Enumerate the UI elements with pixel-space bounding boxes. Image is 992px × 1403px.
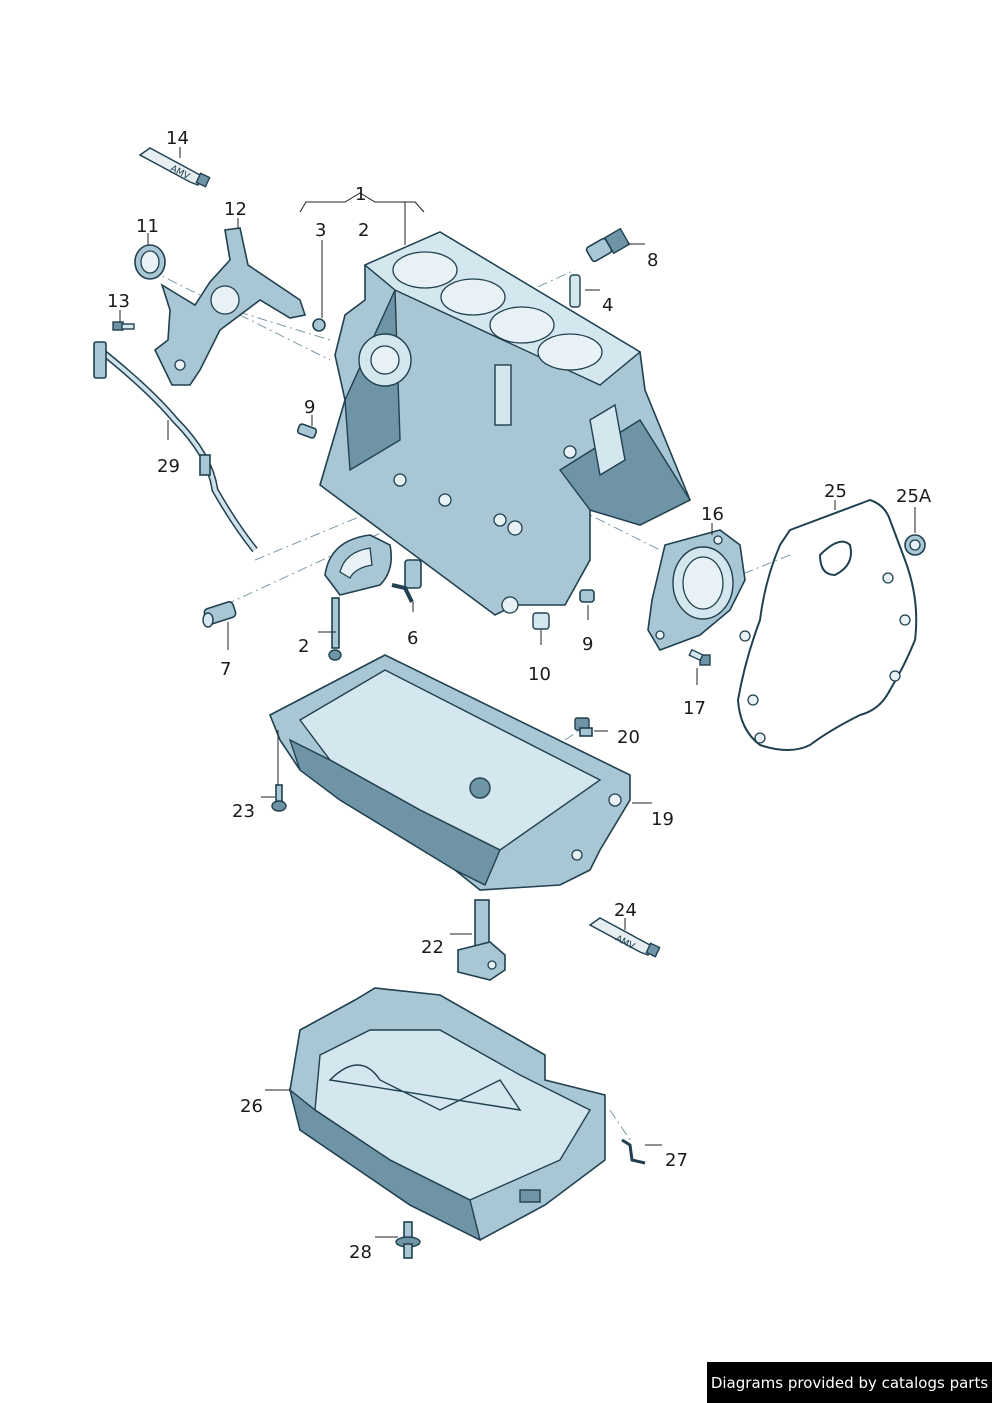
callout-16: 16: [701, 504, 724, 525]
callout-7: 7: [220, 659, 231, 680]
callout-25a: 25A: [896, 486, 932, 507]
callout-labels: 1 2 3 14 11 12 13 29 9 8 4 2 6 7 10 9 16…: [107, 128, 932, 1263]
callout-23: 23: [232, 801, 255, 822]
callout-6: 6: [407, 628, 418, 649]
callout-2-top: 2: [358, 220, 369, 241]
callout-19: 19: [651, 809, 674, 830]
bolt-2: [328, 597, 342, 661]
callout-3: 3: [315, 220, 326, 241]
callout-4: 4: [602, 295, 613, 316]
dowel-pin-9a: [296, 423, 318, 439]
oil-spray-nozzle-6: [391, 559, 422, 603]
callout-10: 10: [528, 664, 551, 685]
screw-plug-28: [395, 1221, 421, 1259]
callout-22: 22: [421, 937, 444, 958]
guide-sleeve-4: [569, 274, 581, 308]
seal-ring-11: [134, 244, 166, 280]
callout-2-bottom: 2: [298, 636, 309, 657]
sealing-flange-12: [153, 227, 307, 386]
sealant-tube-24: AMV: [588, 917, 661, 958]
callout-25: 25: [824, 481, 847, 502]
callout-20: 20: [617, 727, 640, 748]
sealing-flange-16: [647, 529, 746, 651]
bolt-13: [112, 321, 135, 331]
callout-1: 1: [355, 184, 366, 205]
engine-block: [319, 231, 692, 616]
oil-level-sensor-22: [457, 899, 506, 981]
plug-3: [312, 318, 326, 332]
callout-11: 11: [136, 216, 159, 237]
footer-credit: Diagrams provided by catalogs parts: [707, 1362, 992, 1403]
leader-lines: [119, 147, 916, 1238]
callout-26: 26: [240, 1096, 263, 1117]
callout-24: 24: [614, 900, 637, 921]
callout-28: 28: [349, 1242, 372, 1263]
dowel-pin-9b: [579, 589, 595, 603]
oil-pan-upper-19: [268, 654, 631, 891]
sleeve-10: [532, 612, 550, 630]
callout-13: 13: [107, 291, 130, 312]
dipstick-guide-tube-29: [93, 341, 258, 553]
oil-pressure-switch-7: [202, 600, 237, 628]
callout-8: 8: [647, 250, 658, 271]
ring-25a: [904, 534, 926, 556]
callout-27: 27: [665, 1150, 688, 1171]
callout-9-left: 9: [304, 397, 315, 418]
oil-pan-lower-26: [288, 987, 606, 1242]
intermediate-plate-25: [736, 498, 918, 751]
callout-12: 12: [224, 199, 247, 220]
plug-bolt-8: [585, 227, 631, 263]
bolt-17: [688, 648, 711, 666]
bolt-23: [271, 784, 287, 812]
sealant-tube-14: AMV: [138, 147, 211, 188]
callout-9-right: 9: [582, 634, 593, 655]
clip-27: [621, 1138, 646, 1165]
callout-14: 14: [166, 128, 189, 149]
callout-17: 17: [683, 698, 706, 719]
bearing-cap: [324, 534, 393, 596]
drain-plug-20: [574, 717, 593, 737]
callout-29: 29: [157, 456, 180, 477]
